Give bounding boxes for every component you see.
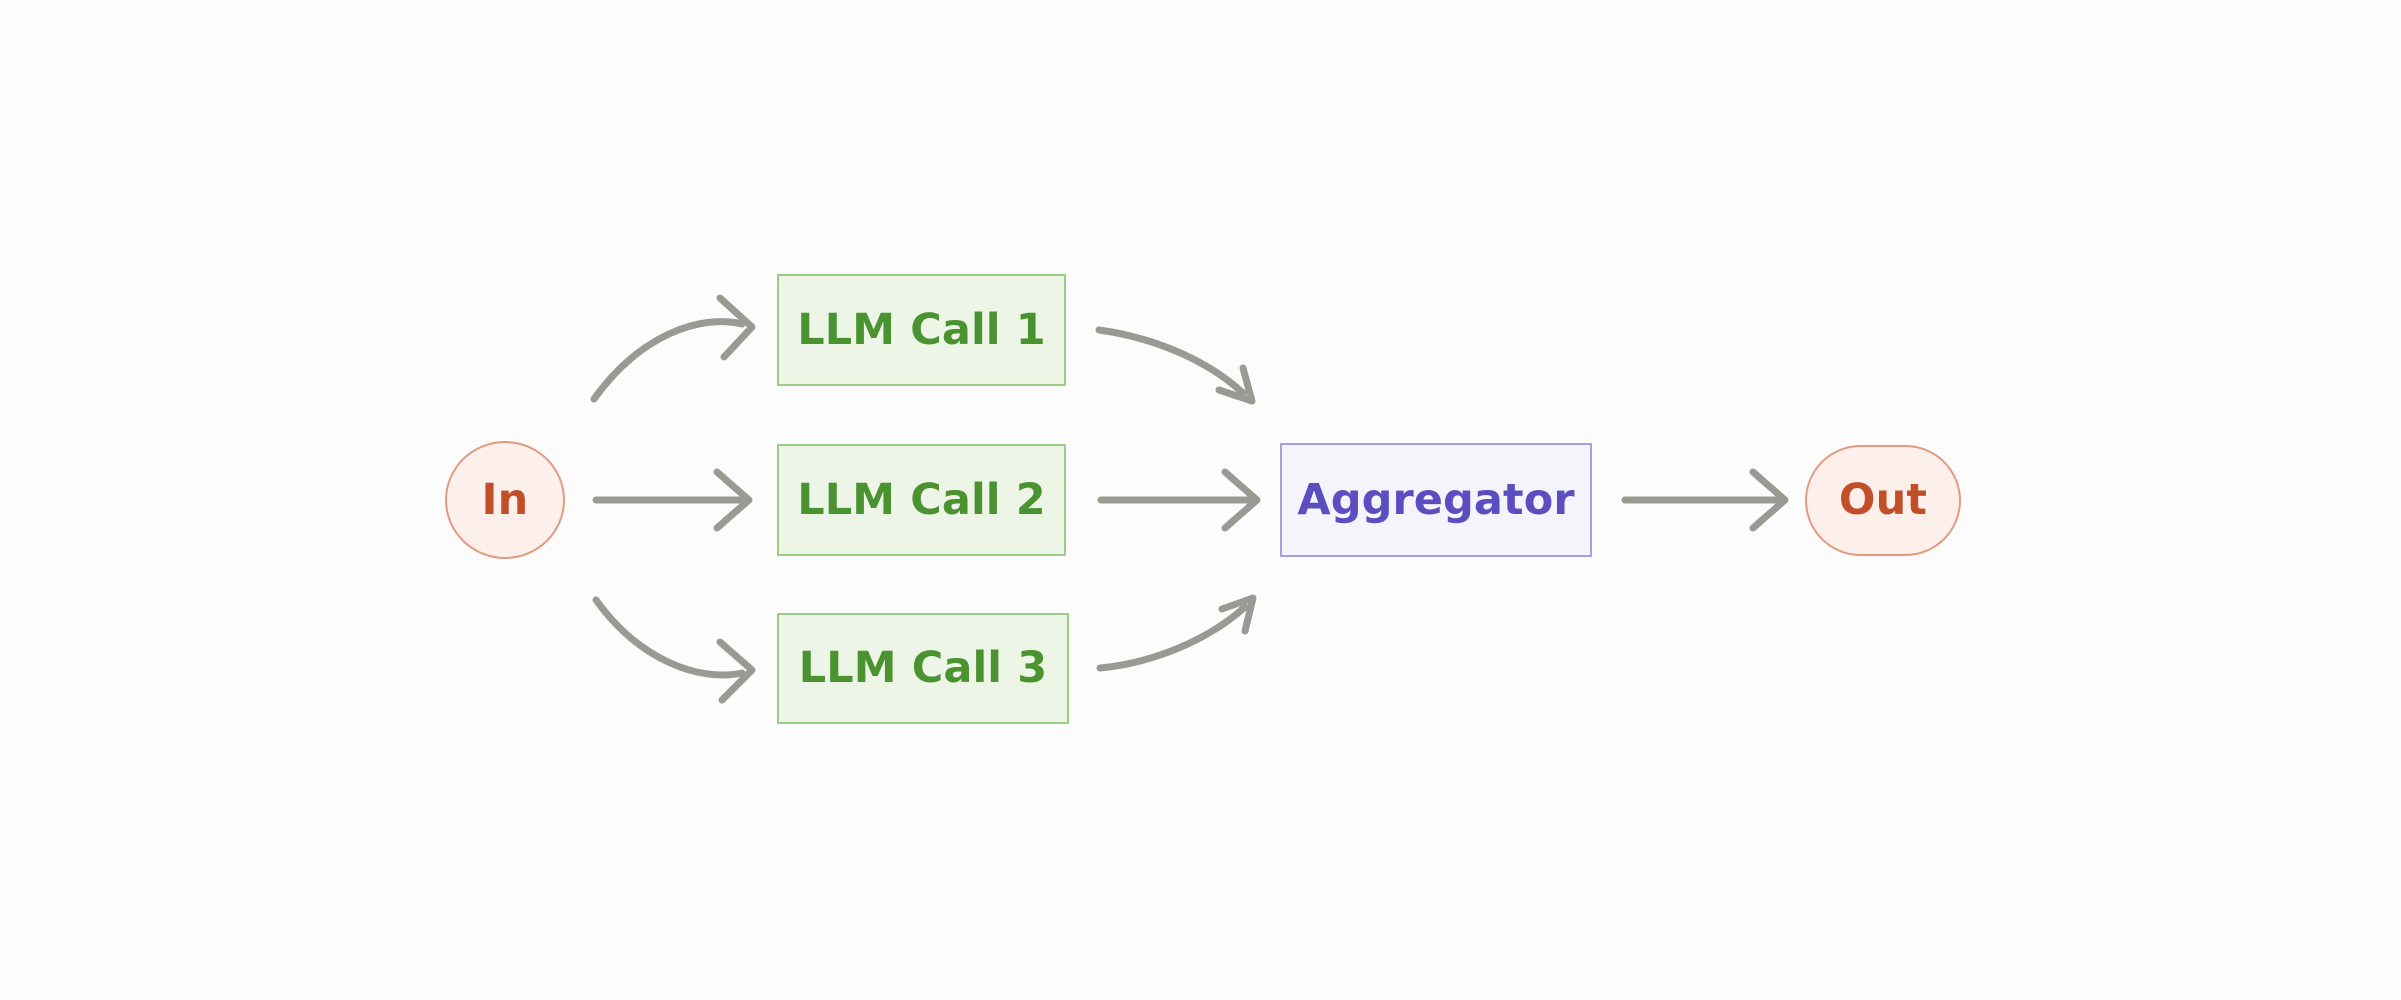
edge-in-to-llm-call-3: [592, 596, 756, 704]
node-aggregator[interactable]: Aggregator: [1280, 443, 1592, 557]
node-llm-call-2-label: LLM Call 2: [797, 474, 1046, 525]
edge-aggregator-to-output: [1621, 468, 1789, 532]
node-llm-call-3-label: LLM Call 3: [798, 643, 1048, 693]
node-llm-call-1-label: LLM Call 1: [797, 304, 1046, 355]
edge-llm-call-3-to-aggregator: [1096, 594, 1257, 672]
node-llm-call-2[interactable]: LLM Call 2: [777, 444, 1066, 556]
node-output-label: Out: [1838, 475, 1928, 525]
node-aggregator-label: Aggregator: [1297, 474, 1575, 525]
node-llm-call-1[interactable]: LLM Call 1: [777, 274, 1066, 386]
edge-llm-call-2-to-aggregator: [1097, 468, 1261, 532]
edge-llm-call-1-to-aggregator: [1095, 326, 1256, 405]
node-input-label: In: [481, 474, 529, 525]
node-input[interactable]: In: [445, 441, 565, 559]
edge-in-to-llm-call-2: [592, 468, 753, 532]
node-output[interactable]: Out: [1805, 445, 1961, 556]
node-llm-call-3[interactable]: LLM Call 3: [777, 613, 1069, 724]
edge-in-to-llm-call-1: [590, 294, 756, 403]
